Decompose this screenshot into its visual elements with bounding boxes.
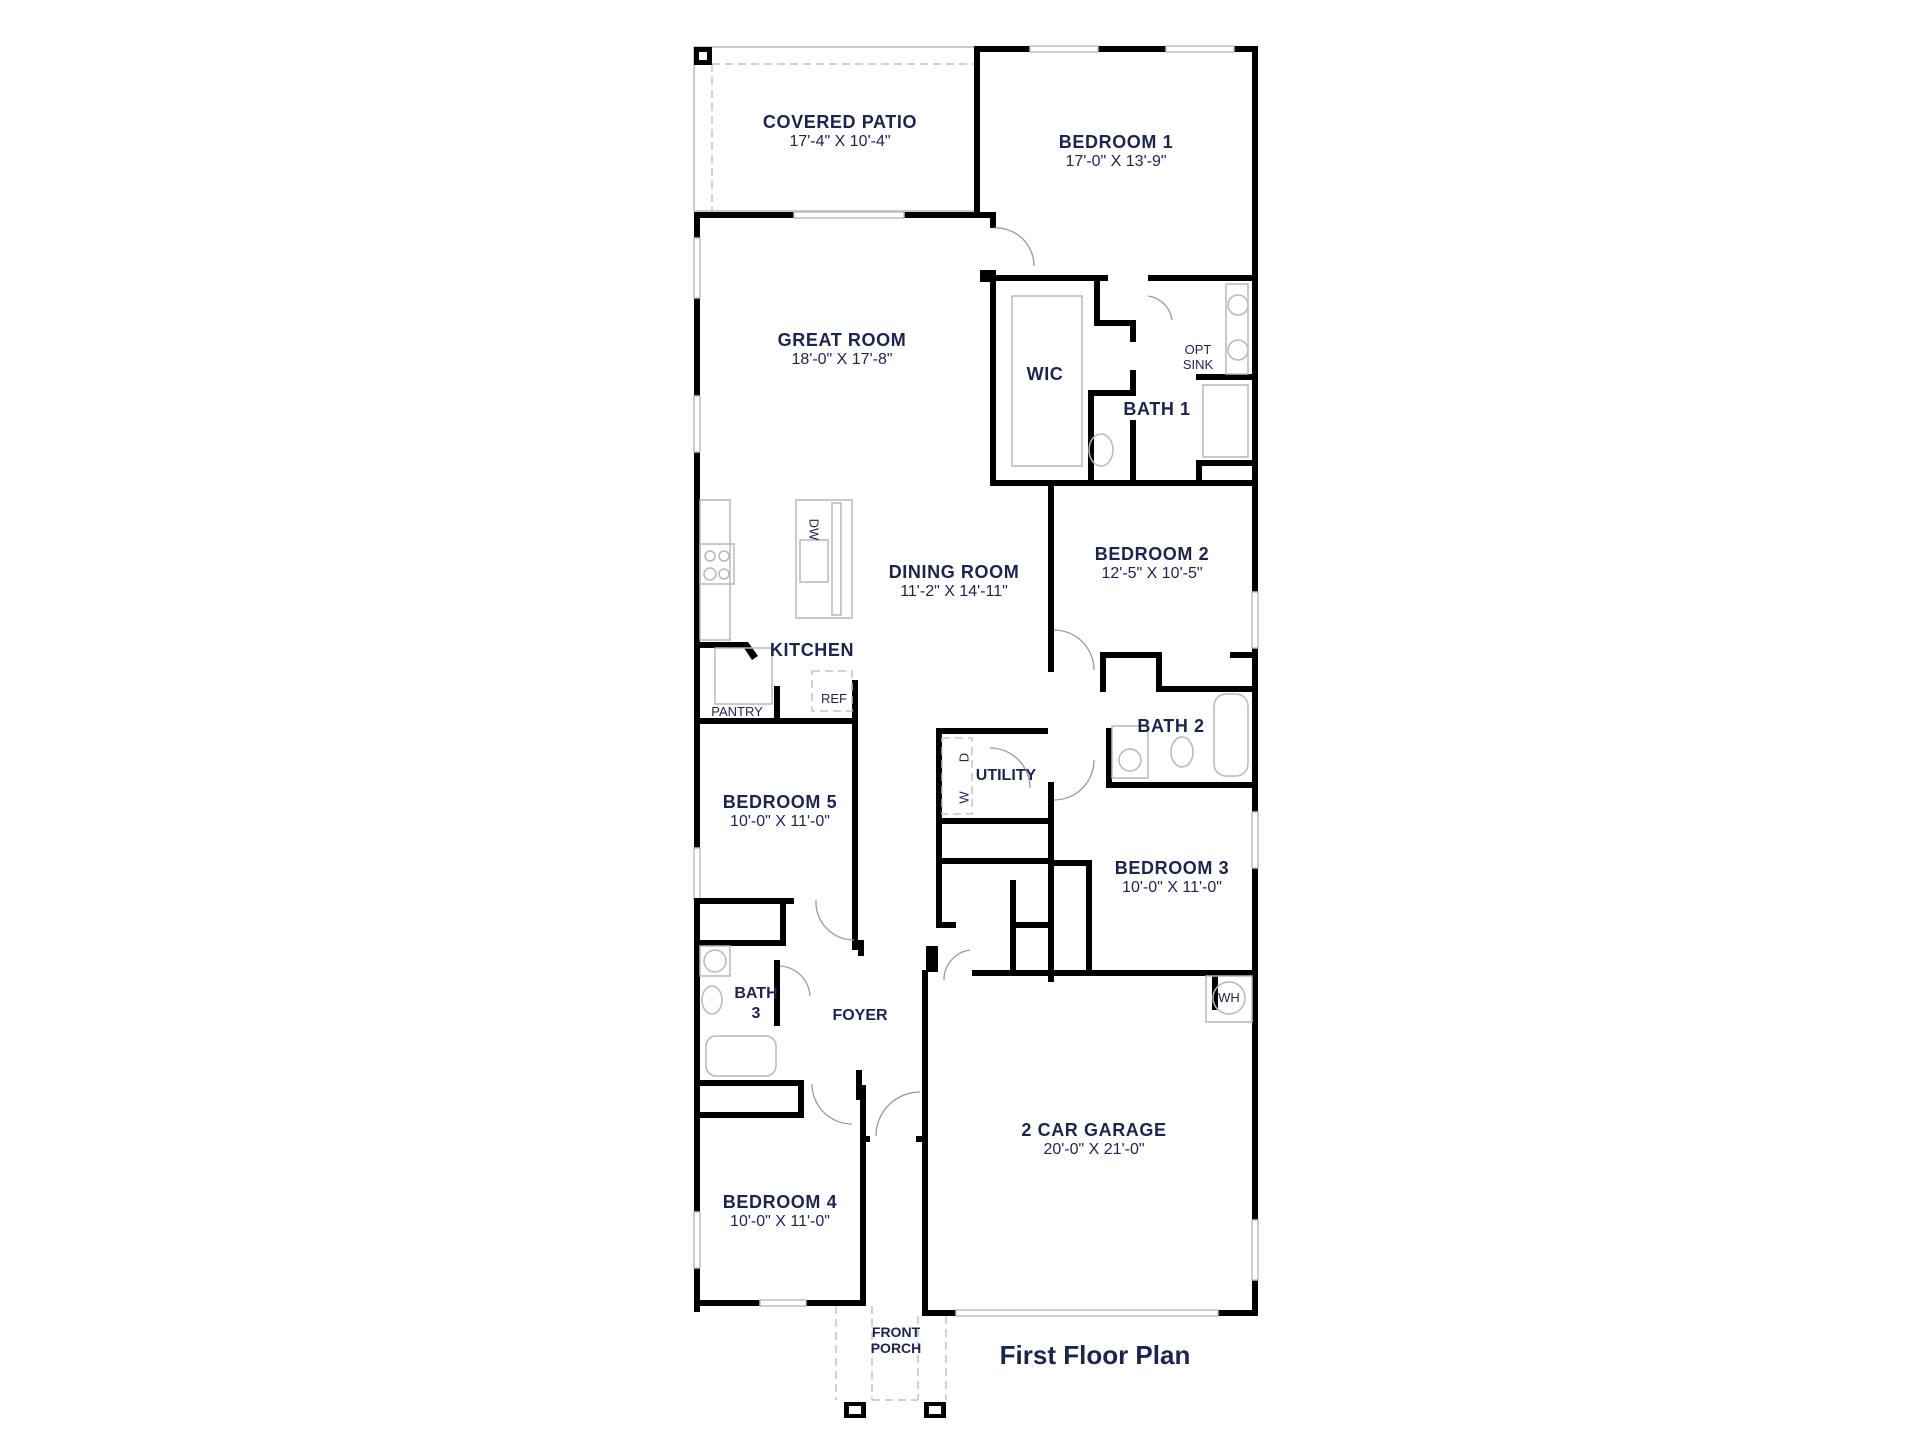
washer-label: W xyxy=(957,791,972,803)
room-name: BEDROOM 2 xyxy=(1094,544,1210,564)
dryer-label: D xyxy=(957,753,972,762)
room-name: FOYER xyxy=(832,1007,888,1024)
front-porch-outline xyxy=(835,1306,947,1418)
ref-text: REF xyxy=(821,691,847,706)
room-utility: UTILITY xyxy=(976,768,1036,784)
room-name: 2 CAR GARAGE xyxy=(1021,1120,1167,1140)
opt-sink-line2: SINK xyxy=(1182,357,1214,372)
room-dimensions: 10'-0" X 11'-0" xyxy=(1122,879,1222,896)
room-bath-3: BATH 3 xyxy=(734,984,777,1024)
room-name: GREAT ROOM xyxy=(777,330,907,350)
washer-text: W xyxy=(956,791,972,804)
dishwasher-label: DW xyxy=(807,519,822,541)
plan-title: First Floor Plan xyxy=(999,1340,1191,1370)
room-foyer: FOYER xyxy=(832,1008,887,1024)
room-dimensions: 10'-0" X 11'-0" xyxy=(730,1213,830,1230)
room-covered-patio: COVERED PATIO 17'-4" X 10'-4" xyxy=(763,112,917,152)
interior-walls xyxy=(694,270,1258,1142)
room-dimensions: 17'-0" X 13'-9" xyxy=(1065,153,1167,170)
room-name: BEDROOM 3 xyxy=(1114,858,1230,878)
room-name: BATH 1 xyxy=(1123,399,1191,419)
room-bedroom-2: BEDROOM 2 12'-5" X 10'-5" xyxy=(1095,544,1209,584)
room-pantry: PANTRY xyxy=(711,704,763,719)
room-bedroom-5: BEDROOM 5 10'-0" X 11'-0" xyxy=(723,792,837,832)
front-porch-label: FRONT PORCH xyxy=(871,1324,922,1356)
opt-sink-line1: OPT xyxy=(1184,342,1212,357)
doors xyxy=(779,227,1173,1137)
room-kitchen: KITCHEN xyxy=(770,640,854,660)
room-bath-1: BATH 1 xyxy=(1123,399,1190,419)
room-name: PANTRY xyxy=(711,704,763,719)
water-heater-label: WH xyxy=(1218,990,1240,1005)
room-bedroom-1: BEDROOM 1 17'-0" X 13'-9" xyxy=(1059,132,1173,172)
wh-text: WH xyxy=(1218,990,1240,1005)
opt-sink-label: OPT SINK xyxy=(1183,342,1213,372)
room-garage: 2 CAR GARAGE 20'-0" X 21'-0" xyxy=(1021,1120,1166,1160)
room-dimensions: 18'-0" X 17'-8" xyxy=(791,351,893,368)
room-name: KITCHEN xyxy=(769,640,855,660)
room-name: DINING ROOM xyxy=(888,562,1020,582)
dw-text: DW xyxy=(806,518,822,541)
room-dimensions: 17'-4" X 10'-4" xyxy=(789,133,891,150)
room-bedroom-4: BEDROOM 4 10'-0" X 11'-0" xyxy=(723,1192,837,1232)
front-porch-line2: PORCH xyxy=(870,1340,922,1356)
room-name: BEDROOM 4 xyxy=(722,1192,838,1212)
room-bedroom-3: BEDROOM 3 10'-0" X 11'-0" xyxy=(1115,858,1229,898)
room-dimensions: 20'-0" X 21'-0" xyxy=(1043,1141,1145,1158)
room-name: UTILITY xyxy=(975,767,1037,784)
room-dimensions: 12'-5" X 10'-5" xyxy=(1101,565,1203,582)
room-name-line1: BATH xyxy=(734,985,778,1002)
exterior-walls xyxy=(693,45,1259,1317)
room-name: COVERED PATIO xyxy=(762,112,918,132)
room-name: BATH 2 xyxy=(1137,716,1205,736)
room-great-room: GREAT ROOM 18'-0" X 17'-8" xyxy=(778,330,907,370)
room-name-line2: 3 xyxy=(751,1005,761,1022)
room-dining-room: DINING ROOM 11'-2" X 14'-11" xyxy=(889,562,1020,602)
front-porch-line1: FRONT xyxy=(871,1324,921,1340)
room-name: WIC xyxy=(1026,364,1064,384)
dryer-text: D xyxy=(956,752,972,763)
room-dimensions: 11'-2" X 14'-11" xyxy=(900,583,1008,600)
fixtures xyxy=(699,283,1253,1077)
room-dimensions: 10'-0" X 11'-0" xyxy=(730,813,830,830)
room-wic: WIC xyxy=(1027,364,1064,384)
room-name: BEDROOM 5 xyxy=(722,792,838,812)
room-bath-2: BATH 2 xyxy=(1137,716,1204,736)
room-name: BEDROOM 1 xyxy=(1058,132,1174,152)
refrigerator-label: REF xyxy=(821,691,847,706)
